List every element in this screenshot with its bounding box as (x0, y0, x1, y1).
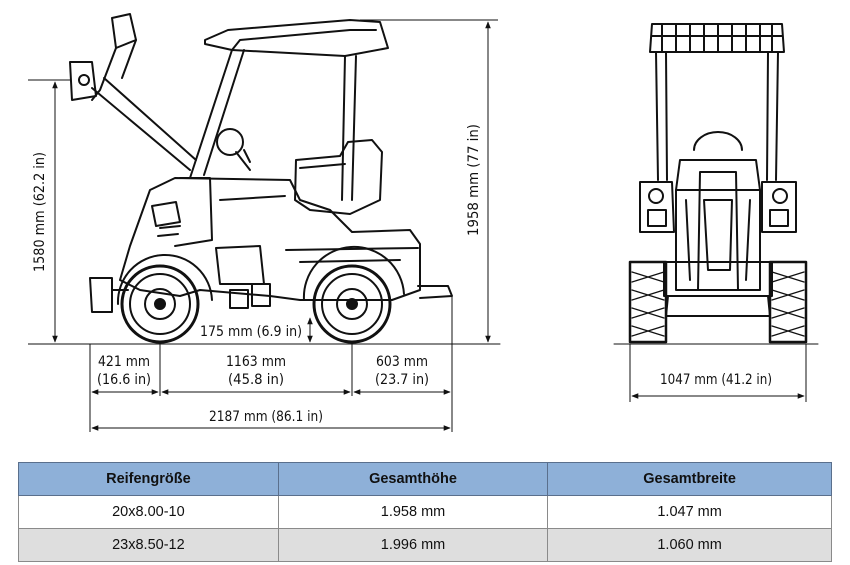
table-row: 20x8.00-10 1.958 mm 1.047 mm (18, 495, 832, 529)
table-row: 23x8.50-12 1.996 mm 1.060 mm (18, 528, 832, 562)
rear-overhang-in-label: (23.7 in) (375, 372, 429, 388)
wheelbase-in-label: (45.8 in) (228, 372, 284, 388)
cell-total-width: 1.060 mm (547, 528, 832, 562)
ground-clearance-label: 175 mm (6.9 in) (200, 324, 302, 340)
front-overhang-in-label: (16.6 in) (97, 372, 151, 388)
front-view (613, 23, 819, 345)
total-length-label: 2187 mm (86.1 in) (209, 409, 323, 425)
cell-tire-size: 20x8.00-10 (18, 495, 279, 529)
height-roof-front-label: 1580 mm (62.2 in) (32, 152, 48, 272)
header-total-width: Gesamtbreite (547, 462, 832, 496)
loader-dimension-drawing: 1580 mm (62.2 in) 1958 mm (77 in) 175 mm… (28, 13, 819, 432)
front-view-dimensions (629, 344, 807, 402)
total-width-label: 1047 mm (41.2 in) (660, 372, 772, 388)
side-view (59, 13, 501, 345)
header-total-height: Gesamthöhe (277, 462, 549, 496)
cell-total-width: 1.047 mm (547, 495, 832, 529)
table-header-row: Reifengröße Gesamthöhe Gesamtbreite (18, 462, 832, 496)
cell-tire-size: 23x8.50-12 (18, 528, 279, 562)
cell-total-height: 1.996 mm (277, 528, 549, 562)
wheelbase-mm-label: 1163 mm (226, 354, 286, 370)
front-overhang-mm-label: 421 mm (98, 354, 150, 370)
header-tire-size: Reifengröße (18, 462, 279, 496)
side-view-dimensions (28, 19, 498, 432)
height-total-label: 1958 mm (77 in) (466, 124, 482, 236)
tire-spec-table: Reifengröße Gesamthöhe Gesamtbreite 20x8… (18, 462, 832, 562)
rear-overhang-mm-label: 603 mm (376, 354, 428, 370)
cell-total-height: 1.958 mm (277, 495, 549, 529)
